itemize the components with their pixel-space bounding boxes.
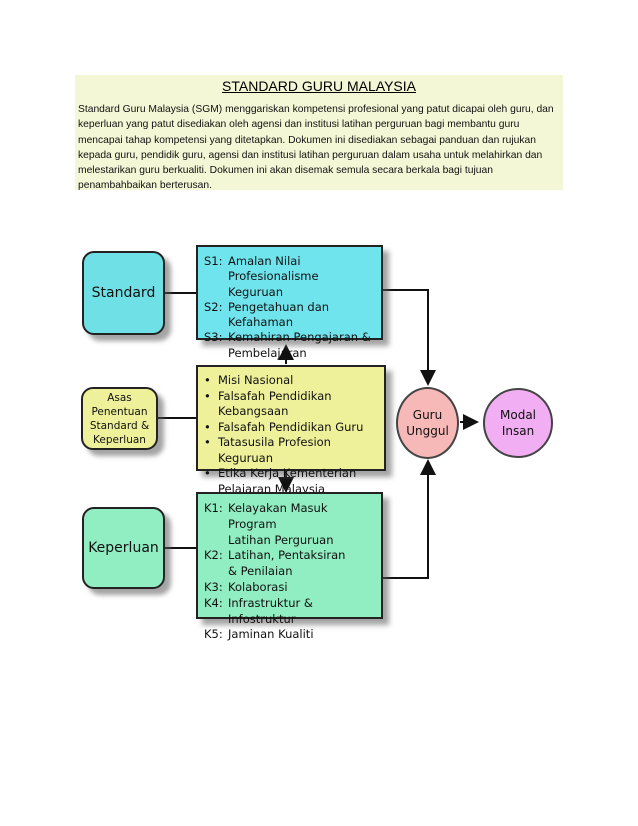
standard-items-box: S1: Amalan Nilai Profesionalisme Kegurua… [196, 245, 383, 360]
keperluan-item: K1: Kelayakan Masuk Program [204, 501, 328, 531]
modal-insan-label: Modal Insan [500, 408, 536, 438]
standard-item: S3: Kemahiran Pengajaran & [204, 330, 371, 345]
asas-item: •Etika Kerja Kementerian [204, 466, 357, 480]
asas-item: •Falsafah Pendidikan Guru [204, 419, 364, 434]
arrow-keperluan-to-guru [383, 459, 436, 579]
asas-penentuan-label: Asas Penentuan Standard & Keperluan [89, 391, 150, 446]
standard-item: S2: Pengetahuan dan Kefahaman [204, 299, 330, 330]
asas-penentuan-box: Asas Penentuan Standard & Keperluan [81, 387, 158, 450]
keperluan-items-box: K1: Kelayakan Masuk Program Latihan Perg… [196, 492, 383, 641]
keperluan-item: K3: Kolaborasi [204, 579, 288, 594]
arrow-standard-to-guru [383, 289, 436, 386]
keperluan-item: K4: Infrastruktur & Infostruktur [204, 595, 313, 626]
modal-insan-circle: Modal Insan [483, 388, 553, 458]
standard-item: S1: Amalan Nilai Profesionalisme [204, 254, 319, 284]
keperluan-box: Keperluan [82, 507, 165, 589]
document-title: STANDARD GURU MALAYSIA [222, 78, 416, 94]
keperluan-item: K5: Jaminan Kualiti [204, 627, 314, 642]
guru-unggul-circle: Guru Unggul [396, 387, 459, 459]
standard-label: Standard [91, 285, 156, 301]
standard-box: Standard [82, 251, 165, 335]
intro-paragraph: Standard Guru Malaysia (SGM) menggariska… [78, 104, 554, 192]
keperluan-label: Keperluan [88, 540, 159, 556]
guru-unggul-label: Guru Unggul [406, 408, 449, 438]
intro-panel: STANDARD GURU MALAYSIA Standard Guru Mal… [75, 75, 563, 191]
keperluan-item: K2: Latihan, Pentaksiran [204, 548, 346, 563]
asas-items-box: •Misi Nasional •Falsafah Pendidikan Keba… [196, 365, 386, 496]
asas-item: •Tatasusila Profesion Keguruan [204, 435, 331, 465]
asas-item: •Misi Nasional [204, 373, 294, 387]
asas-item: •Falsafah Pendidikan Kebangsaan [204, 388, 332, 419]
